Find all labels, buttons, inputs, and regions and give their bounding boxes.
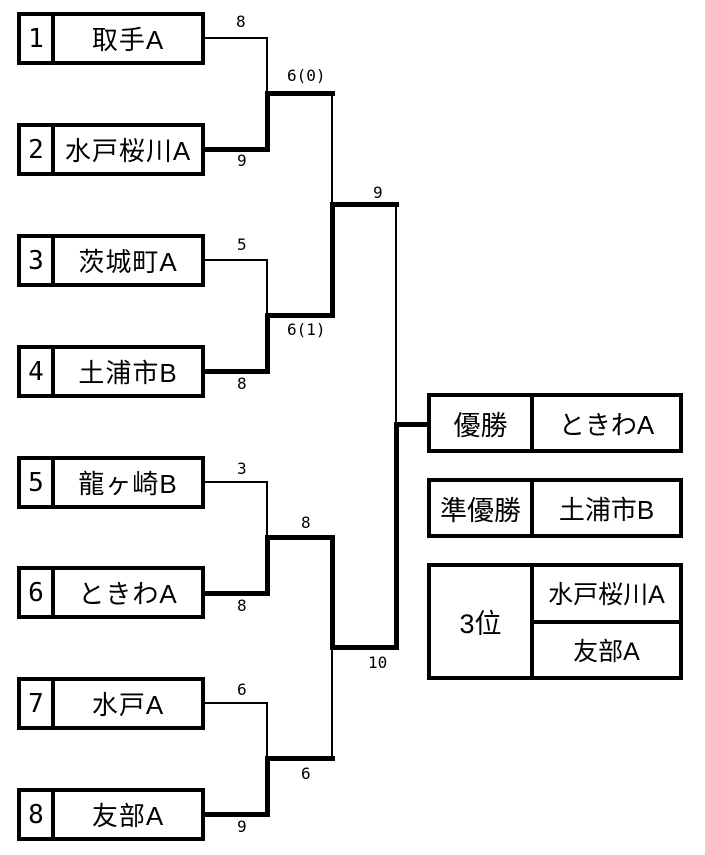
team-box-5: 5 龍ヶ崎B	[17, 456, 205, 509]
team-name: 龍ヶ崎B	[78, 469, 178, 499]
bracket-line-final-vert-thin	[395, 205, 397, 425]
team-box-6: 6 ときわA	[17, 566, 205, 619]
third-place-names: 水戸桜川A 友部A	[534, 567, 679, 676]
team-seed: 7	[21, 681, 55, 726]
runner-up-label: 準優勝	[431, 482, 534, 534]
bracket-line-sf1-vert-thin	[331, 95, 333, 205]
bracket-line-m4-winner	[205, 812, 268, 817]
bracket-line-sf2-advance	[330, 645, 399, 650]
bracket-line-m1-vert-thick	[265, 91, 270, 152]
bracket-line-sf1-vert-thick	[330, 202, 335, 318]
bracket-line-m4-loser	[205, 702, 268, 704]
team-seed: 5	[21, 460, 55, 505]
champion-box: 優勝 ときわA	[427, 393, 683, 453]
team-box-7: 7 水戸A	[17, 677, 205, 730]
third-place-name-2: 友部A	[573, 637, 640, 666]
score-label-final-top: 9	[373, 183, 383, 202]
team-seed: 2	[21, 127, 55, 172]
bracket-line-m4-advance	[265, 756, 335, 761]
bracket-line-m3-advance	[265, 535, 335, 540]
team-name: 水戸A	[91, 690, 165, 720]
bracket-line-m1-loser	[205, 37, 268, 39]
score-label-final-bottom: 10	[368, 653, 388, 672]
bracket-line-m2-advance	[265, 313, 335, 318]
bracket-line-m3-vert-thin	[266, 481, 268, 539]
bracket-line-m2-loser	[205, 259, 268, 261]
bracket-line-final-vert-thick	[394, 422, 399, 650]
bracket-line-m1-vert-thin	[266, 37, 268, 95]
score-label-team-1: 8	[236, 12, 246, 31]
bracket-line-m2-vert-thin	[266, 259, 268, 317]
team-box-2: 2 水戸桜川A	[17, 123, 205, 176]
third-place-name-1: 水戸桜川A	[534, 567, 679, 624]
team-name: 友部A	[91, 801, 165, 831]
bracket-line-m2-winner	[205, 369, 268, 374]
team-box-8: 8 友部A	[17, 788, 205, 841]
team-box-1: 1 取手A	[17, 12, 205, 65]
team-seed: 8	[21, 792, 55, 837]
bracket-line-m3-loser	[205, 481, 268, 483]
score-label-team-4: 8	[237, 374, 247, 393]
score-label-team-6: 8	[237, 596, 247, 615]
score-label-team-3: 5	[237, 235, 247, 254]
team-name: 取手A	[91, 25, 165, 55]
score-label-sf1-top: 6(0)	[287, 66, 326, 85]
score-label-sf2-bottom: 6	[301, 764, 311, 783]
team-seed: 3	[21, 238, 55, 283]
bracket-line-sf2-vert-thick	[330, 535, 335, 650]
team-name: ときわA	[78, 579, 178, 609]
bracket-line-champion-connector	[394, 422, 431, 427]
runner-up-box: 準優勝 土浦市B	[427, 478, 683, 538]
bracket-line-m3-winner	[205, 591, 268, 596]
bracket-line-m1-winner	[205, 147, 268, 152]
champion-label: 優勝	[431, 397, 534, 449]
team-seed: 4	[21, 349, 55, 394]
bracket-line-m1-advance	[265, 91, 335, 96]
bracket-line-sf2-vert-thin	[331, 650, 333, 759]
team-name: 茨城町A	[78, 247, 178, 277]
score-label-team-2: 9	[237, 151, 247, 170]
bracket-line-sf1-advance	[330, 202, 399, 207]
runner-up-name: 土浦市B	[558, 494, 655, 525]
team-seed: 1	[21, 16, 55, 61]
team-seed: 6	[21, 570, 55, 615]
third-place-label: 3位	[431, 567, 534, 676]
third-place-box: 3位 水戸桜川A 友部A	[427, 563, 683, 680]
team-box-4: 4 土浦市B	[17, 345, 205, 398]
bracket-line-m2-vert-thick	[265, 313, 270, 374]
bracket-line-m4-vert-thick	[265, 756, 270, 817]
score-label-sf2-top: 8	[301, 513, 311, 532]
team-box-3: 3 茨城町A	[17, 234, 205, 287]
bracket-line-m3-vert-thick	[265, 535, 270, 596]
team-name: 水戸桜川A	[64, 136, 192, 166]
score-label-team-7: 6	[237, 680, 247, 699]
bracket-line-m4-vert-thin	[266, 702, 268, 760]
champion-name: ときわA	[558, 409, 655, 440]
score-label-sf1-bottom: 6(1)	[287, 320, 326, 339]
team-name: 土浦市B	[78, 358, 178, 388]
score-label-team-5: 3	[237, 459, 247, 478]
score-label-team-8: 9	[237, 817, 247, 836]
